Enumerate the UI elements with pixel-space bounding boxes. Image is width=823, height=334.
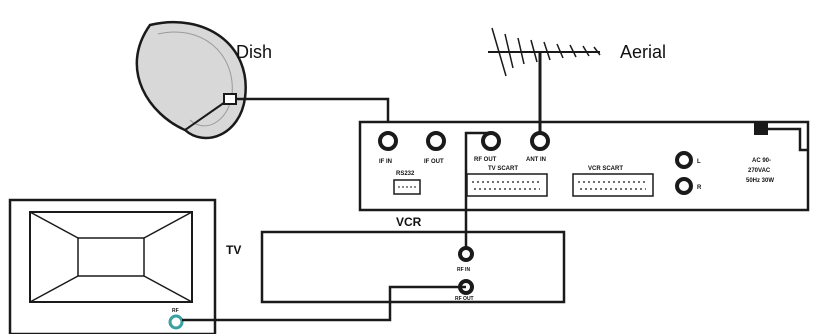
audio-l-label: L (697, 159, 701, 165)
if-in-label: IF IN (379, 159, 392, 165)
tv-label: TV (226, 243, 241, 257)
rf-out-port (481, 131, 501, 151)
vcr-rf-out-label: RF OUT (455, 296, 474, 302)
if-in-port (378, 131, 398, 151)
satellite-dish (135, 20, 247, 140)
vcr-rf-in-port (458, 246, 474, 262)
tv-scart-label: TV SCART (488, 166, 518, 172)
aerial-label: Aerial (620, 42, 666, 62)
tv-rf-in-port (168, 314, 184, 330)
vcr-scart-port (572, 173, 654, 197)
vcr-scart-label: VCR SCART (588, 166, 623, 172)
power-label-1: AC 90- (752, 158, 771, 164)
tv-scart-port (466, 173, 548, 197)
rf-out-label: RF OUT (474, 157, 497, 163)
tv-rf-in-label: RF (172, 308, 179, 314)
audio-r-port (675, 177, 693, 195)
audio-r-label: R (697, 185, 702, 191)
if-out-label: IF OUT (424, 159, 444, 165)
vcr-rf-in-label: RF IN (457, 267, 470, 273)
lnb-icon (223, 93, 237, 105)
rs232-label: RS232 (396, 171, 415, 177)
dish-label: Dish (236, 42, 272, 62)
ant-in-port (530, 131, 550, 151)
ant-in-label: ANT IN (526, 157, 546, 163)
dish-cable (236, 97, 390, 130)
vcr-unit: VCR RF IN RF OUT (260, 215, 566, 304)
vcr-label: VCR (396, 215, 422, 229)
aerial-antenna (488, 27, 601, 128)
audio-l-port (675, 151, 693, 169)
power-label-2: 270VAC (748, 168, 771, 174)
receiver-to-vcr-cable (464, 131, 491, 248)
power-socket-icon (754, 123, 768, 135)
if-out-port (426, 131, 446, 151)
receiver-back-panel: IF IN IF OUT RF OUT ANT IN RS232 TV SCAR… (358, 120, 810, 212)
tv-unit: TV RF (8, 198, 241, 334)
vcr-to-tv-cable (182, 285, 466, 322)
power-label-3: 50Hz 30W (746, 178, 774, 184)
